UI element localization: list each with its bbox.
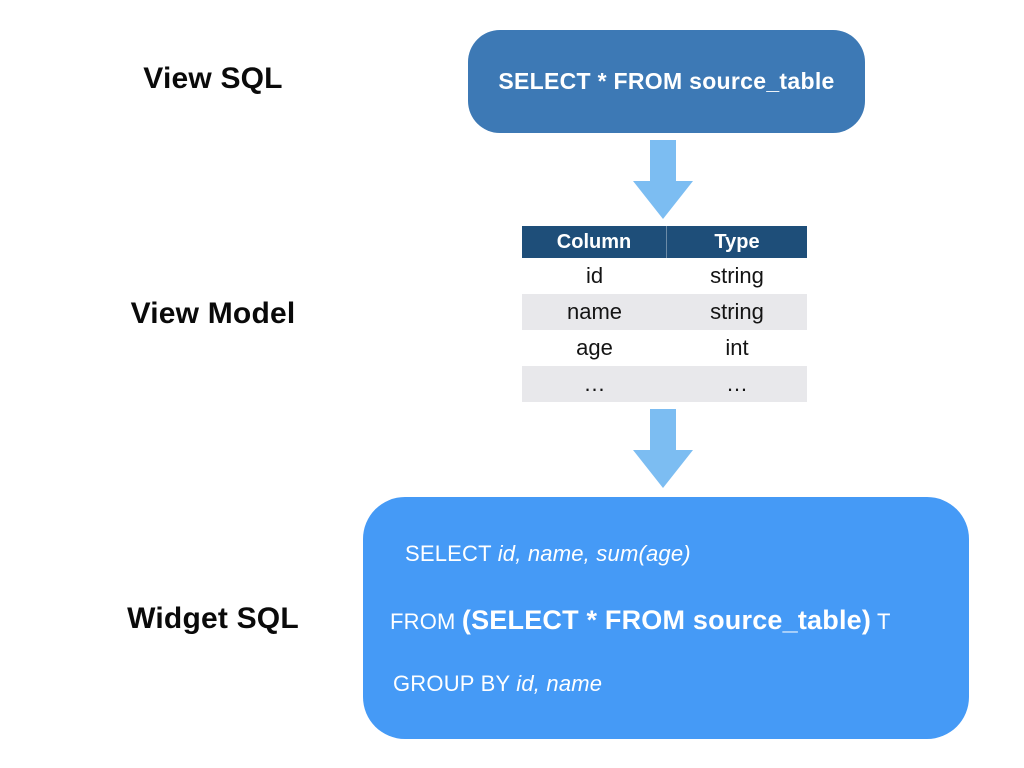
table-row: id string	[522, 258, 807, 294]
column-header: Column	[522, 226, 667, 258]
widget-sql-line-groupby: GROUP BY id, name	[363, 671, 969, 697]
view-sql-box-text: SELECT * FROM source_table	[498, 68, 835, 94]
widget-sql-line-from: FROM (SELECT * FROM source_table) T	[363, 605, 969, 636]
view-sql-box: SELECT * FROM source_table	[468, 30, 865, 133]
type-cell: …	[726, 371, 748, 396]
sql-text-segment: id, name	[516, 671, 603, 696]
sql-text-segment: GROUP BY	[393, 671, 517, 696]
sql-text-segment: id, name, sum(age)	[497, 541, 691, 566]
column-cell: name	[566, 299, 623, 324]
down-arrow-head	[633, 450, 693, 488]
type-header: Type	[714, 230, 760, 253]
column-cell: …	[583, 371, 606, 396]
column-cell: id	[585, 263, 604, 288]
widget-sql-label: Widget SQL	[127, 602, 299, 635]
sql-text-segment: FROM	[390, 609, 462, 634]
widget-sql-line-select: SELECT id, name, sum(age)	[363, 541, 969, 567]
view-model-label: View Model	[130, 297, 296, 330]
down-arrow-shaft	[650, 140, 676, 181]
view-model-table: Column Type id string name string age in…	[522, 226, 807, 402]
table-header-row: Column Type	[522, 226, 807, 258]
type-cell: string	[710, 299, 764, 324]
down-arrow-icon	[633, 409, 693, 488]
sql-text-segment: SELECT	[405, 541, 498, 566]
view-sql-label: View SQL	[143, 62, 283, 95]
down-arrow-shaft	[650, 409, 676, 450]
type-cell: int	[725, 335, 749, 360]
down-arrow-head	[633, 181, 693, 219]
column-cell: age	[576, 335, 613, 360]
table-row: name string	[522, 294, 807, 330]
table-row: age int	[522, 330, 807, 366]
down-arrow-icon	[633, 140, 693, 219]
table-row: … …	[522, 366, 807, 402]
type-cell: string	[710, 263, 764, 288]
widget-sql-box: SELECT id, name, sum(age) FROM (SELECT *…	[363, 497, 969, 739]
sql-text-segment: (SELECT * FROM source_table)	[461, 605, 872, 635]
sql-text-segment: T	[871, 609, 891, 634]
